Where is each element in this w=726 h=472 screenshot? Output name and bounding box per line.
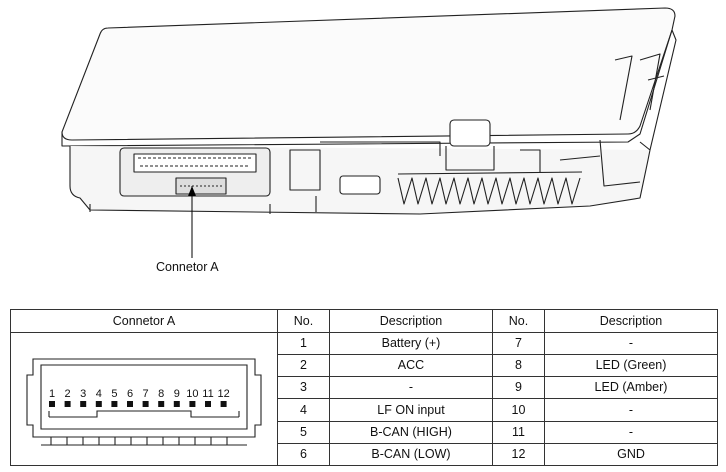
header-description-right: Description	[544, 309, 718, 333]
pin-terminal	[127, 401, 133, 407]
pin-no-right: 7	[492, 331, 545, 356]
pin-terminal	[220, 401, 227, 407]
pin-description-right: -	[544, 398, 718, 422]
pin-number-label: 5	[111, 388, 117, 400]
table-row: 4 LF ON input 10 -	[11, 398, 718, 422]
table-header-row: Connetor A No. Description No. Descripti…	[10, 309, 718, 333]
header-connector: Connetor A	[10, 309, 278, 333]
pin-description-right: GND	[544, 442, 718, 467]
pin-number-label: 9	[174, 388, 180, 400]
pin-description-left: LF ON input	[329, 398, 493, 422]
pin-description-left: -	[329, 376, 493, 400]
pin-description-right: -	[544, 420, 718, 444]
pin-no-left: 5	[277, 420, 330, 444]
pin-description-left: B-CAN (HIGH)	[329, 420, 493, 444]
heat-sink-fins	[397, 177, 581, 205]
pin-description-left: Battery (+)	[329, 331, 493, 356]
pin-terminal	[142, 401, 149, 407]
connector-outline	[26, 358, 262, 438]
table-row: 2 ACC 8 LED (Green)	[11, 354, 718, 378]
pin-no-right: 12	[492, 442, 545, 467]
pin-terminal	[189, 401, 196, 407]
pin-no-right: 10	[492, 398, 545, 422]
pin-no-left: 2	[277, 354, 330, 378]
module-top-cover	[61, 7, 676, 141]
pinout-table: Connetor A No. Description No. Descripti…	[10, 309, 718, 467]
pin-description-right: LED (Green)	[544, 354, 718, 378]
pin-number-label: 4	[96, 388, 102, 400]
pin-number-label: 11	[202, 388, 213, 400]
pin-terminal	[158, 401, 165, 407]
pin-no-left: 3	[277, 376, 330, 400]
pin-description-left: ACC	[329, 354, 493, 378]
pin-terminal	[205, 401, 211, 407]
pin-description-right: LED (Amber)	[544, 376, 718, 400]
pin-number-label: 8	[158, 388, 164, 400]
pin-no-left: 1	[277, 331, 330, 356]
header-no-left: No.	[277, 309, 330, 333]
header-description-left: Description	[329, 309, 493, 333]
callout-label: Connetor A	[156, 260, 219, 274]
pin-no-left: 4	[277, 398, 330, 422]
pin-terminal	[95, 401, 102, 407]
table-row: 5 B-CAN (HIGH) 11 -	[11, 420, 718, 444]
pin-number-label: 3	[80, 388, 86, 400]
header-no-right: No.	[492, 309, 545, 333]
pin-terminal	[173, 401, 180, 407]
pin-no-right: 9	[492, 376, 545, 400]
module-illustration: Connetor A	[61, 7, 677, 274]
pin-number-label: 10	[186, 388, 198, 400]
pin-terminal	[64, 401, 71, 407]
pin-terminal	[111, 401, 118, 407]
pin-terminal	[49, 401, 55, 407]
pin-number-label: 7	[143, 388, 149, 400]
table-row: 3 - 9 LED (Amber)	[11, 376, 718, 400]
connector-teeth	[41, 437, 247, 446]
pin-no-right: 11	[492, 420, 545, 444]
pin-no-left: 6	[277, 442, 330, 467]
pin-description-right: -	[544, 331, 718, 356]
pin-description-left: B-CAN (LOW)	[329, 442, 493, 467]
pin-number-label: 6	[127, 388, 133, 400]
pin-number-label: 2	[65, 388, 71, 400]
pin-no-right: 8	[492, 354, 545, 378]
table-row: 6 B-CAN (LOW) 12 GND	[11, 442, 718, 467]
pin-number-label: 12	[217, 388, 229, 400]
pin-number-label: 1	[49, 388, 55, 400]
pin-terminal	[80, 401, 87, 407]
